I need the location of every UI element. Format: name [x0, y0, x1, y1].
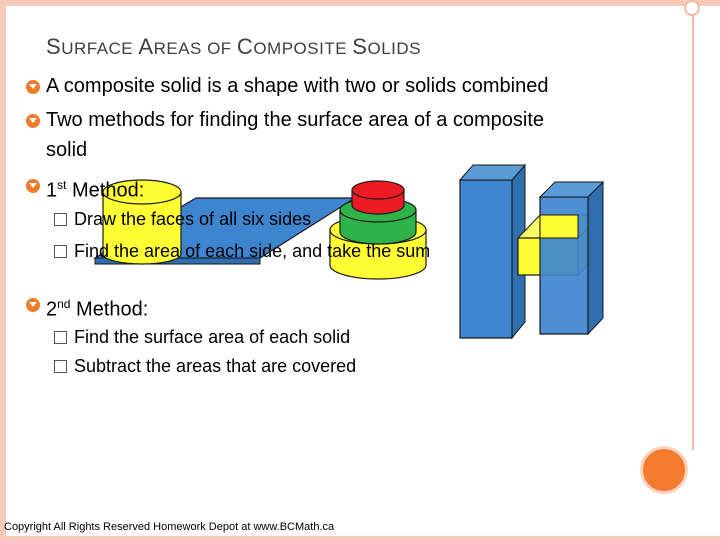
bullet-first-method: 1st Method:: [46, 178, 145, 202]
yellow-cylinder-top: [102, 179, 182, 205]
decorative-vertical-line: [692, 0, 694, 450]
bullet-arrow-icon: [26, 179, 40, 193]
bullet-arrow-icon: [26, 80, 40, 94]
decorative-small-circle: [684, 0, 700, 16]
decorative-orange-circle: [640, 446, 688, 494]
bullet-two-methods-line2: solid: [46, 139, 88, 161]
method1-step2: Find the area of each side, and take the…: [54, 241, 430, 262]
bullet-definition: A composite solid is a shape with two or…: [46, 75, 549, 97]
stacked-cylinders-figure: [329, 180, 427, 280]
bullet-arrow-icon: [26, 298, 40, 312]
method2-step1: Find the surface area of each solid: [54, 327, 350, 348]
top-border: [0, 0, 720, 6]
checkbox-icon: [54, 245, 67, 258]
bullet-two-methods-line1: Two methods for finding the surface area…: [46, 109, 545, 131]
copyright-footer: Copyright All Rights Reserved Homework D…: [4, 521, 335, 533]
method2-step2: Subtract the areas that are covered: [54, 356, 356, 377]
bullet-arrow-icon: [26, 114, 40, 128]
prism-on-base-figure: [92, 179, 358, 265]
checkbox-icon: [54, 360, 67, 373]
panels-and-prism-figure: [458, 163, 605, 340]
checkbox-icon: [54, 331, 67, 344]
slide-title: SURFACE AREAS OF COMPOSITE SOLIDS: [46, 34, 421, 59]
checkbox-icon: [54, 213, 67, 226]
method1-step1: Draw the faces of all six sides: [54, 209, 311, 230]
bottom-border: [0, 536, 720, 540]
bullet-second-method: 2nd Method:: [46, 297, 149, 321]
left-border: [0, 0, 6, 540]
